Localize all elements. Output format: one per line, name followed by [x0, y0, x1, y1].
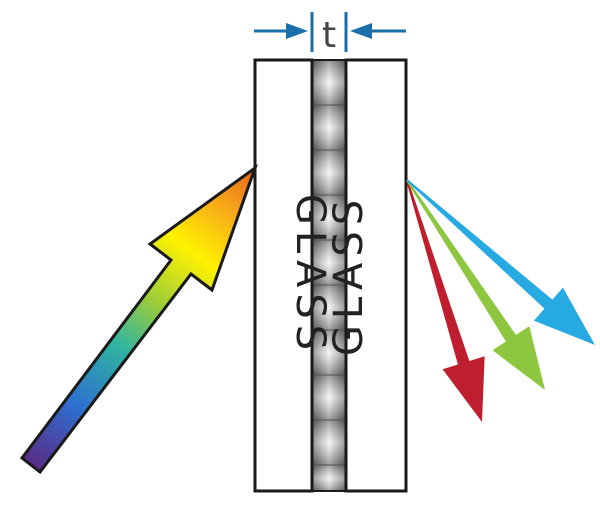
green-ray-arrow: [406, 179, 545, 390]
left-glass-label: GLASS: [287, 194, 333, 356]
red-ray-arrow: [406, 179, 485, 422]
right-glass-pane: [344, 58, 408, 493]
incident-light-arrow: [19, 163, 259, 475]
blue-ray-arrow: [406, 179, 595, 345]
interlayer: [312, 59, 346, 492]
thickness-label: t: [322, 15, 336, 56]
right-glass-label: GLASS: [326, 194, 372, 356]
thickness-dimension: t: [254, 12, 406, 56]
